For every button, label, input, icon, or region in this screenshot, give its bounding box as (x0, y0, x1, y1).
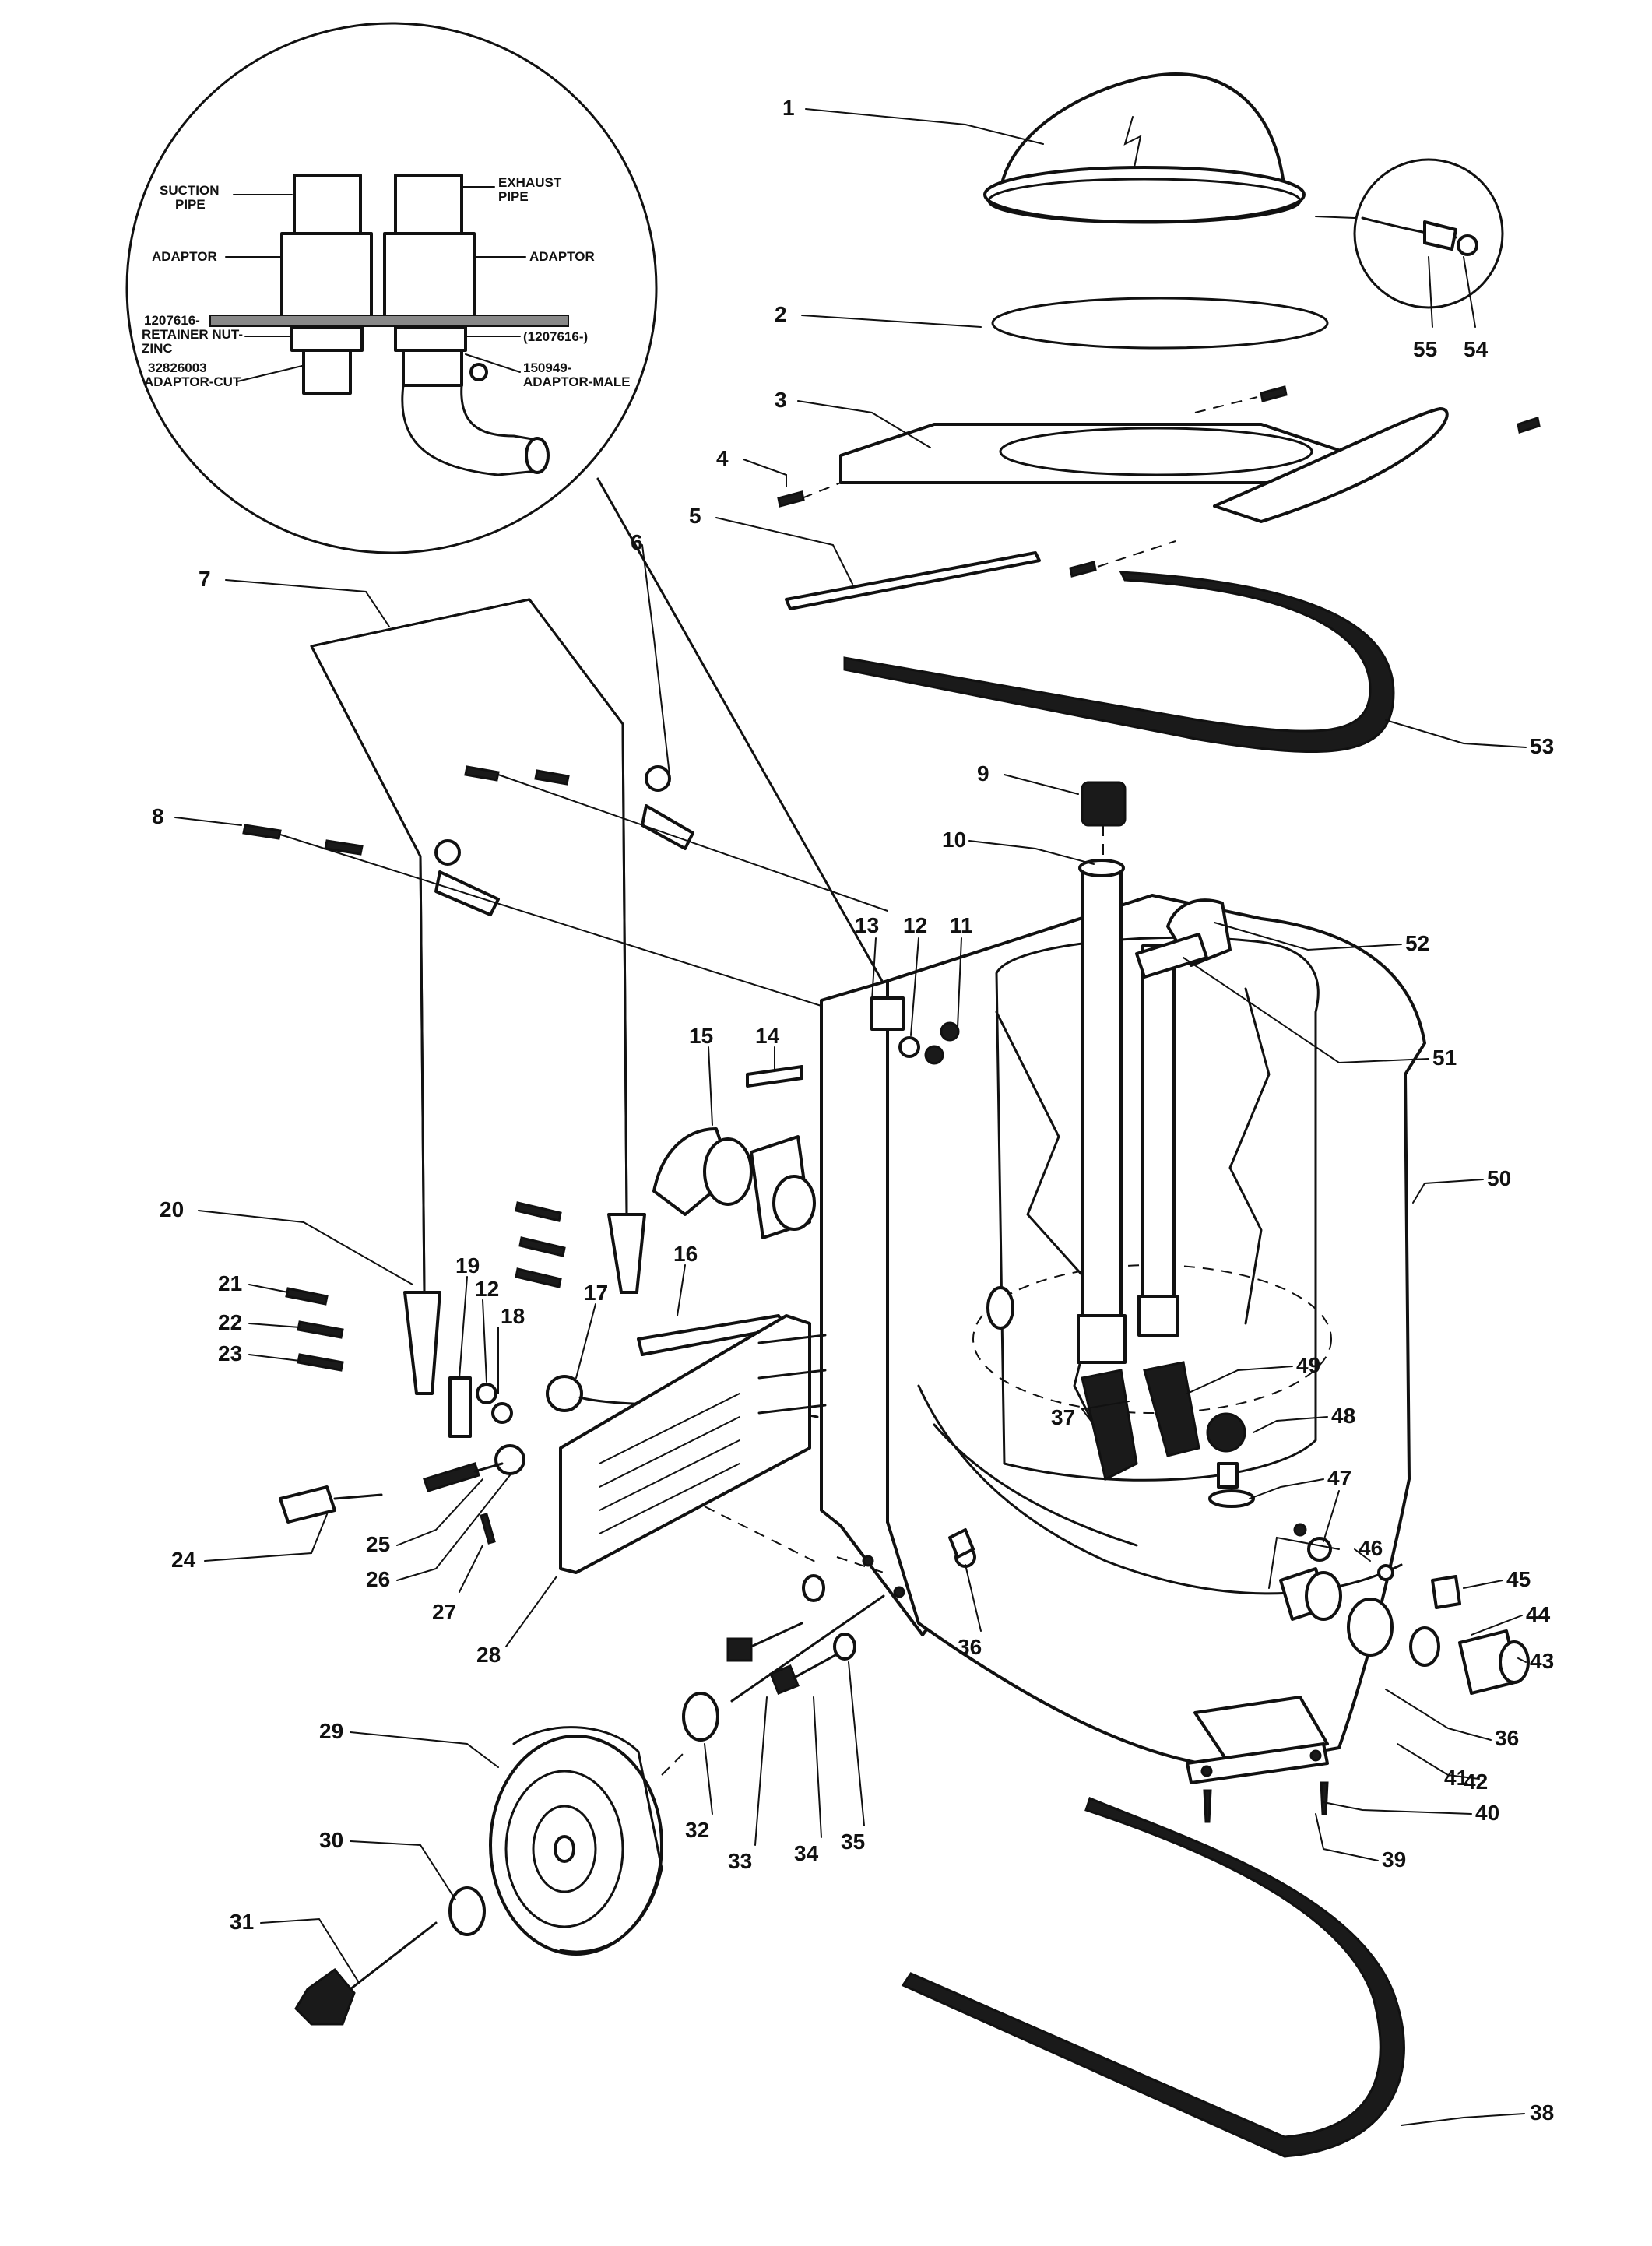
callout-36: 36 (958, 1635, 982, 1659)
callout-41: 41 (1444, 1766, 1468, 1790)
top-bumper (843, 571, 1395, 754)
callout-31: 31 (230, 1910, 254, 1934)
drain-fittings (1206, 1412, 1530, 1695)
wheel-assembly (294, 1528, 975, 2026)
handle-assembly (242, 598, 888, 1395)
callout-3: 3 (775, 388, 787, 412)
inset-label-adaptor-right: ADAPTOR (529, 249, 595, 264)
callout-19: 19 (455, 1253, 480, 1278)
inset-label-retainer-1: 1207616- (144, 313, 200, 328)
inset-label-suction-pipe-1: SUCTION (160, 183, 220, 198)
callout-4: 4 (716, 446, 729, 470)
callout-29: 29 (319, 1719, 343, 1743)
callout-9: 9 (977, 761, 989, 786)
callout-24: 24 (171, 1548, 196, 1572)
callout-10: 10 (942, 828, 966, 852)
callout-20: 20 (160, 1197, 184, 1221)
callout-55: 55 (1413, 337, 1437, 361)
lid-screws (777, 385, 1541, 578)
callout-54: 54 (1464, 337, 1489, 361)
bottom-bracket-and-bumper (901, 1696, 1405, 2158)
callout-5: 5 (689, 504, 701, 528)
callout-18: 18 (501, 1304, 525, 1328)
callout-45: 45 (1506, 1567, 1531, 1591)
callout-2: 2 (775, 302, 787, 326)
inset-label-exhaust-pipe-2: PIPE (498, 189, 529, 204)
callout-50: 50 (1487, 1166, 1511, 1190)
callout-14: 14 (755, 1024, 780, 1048)
callout-27: 27 (432, 1600, 456, 1624)
electrical-parts (279, 1065, 819, 1574)
inset-label-suction-pipe-2: PIPE (175, 197, 206, 212)
bottom-bumper (901, 1796, 1405, 2158)
callout-leaders (174, 108, 1527, 2126)
tank-pipes (1077, 781, 1232, 1482)
callout-42: 42 (1464, 1770, 1488, 1794)
callout-12-secondary: 12 (475, 1277, 499, 1301)
callout-44: 44 (1526, 1602, 1551, 1626)
callout-35: 35 (841, 1829, 865, 1854)
callout-53: 53 (1530, 734, 1554, 758)
callout-22: 22 (218, 1310, 242, 1334)
callout-13: 13 (855, 913, 879, 937)
callout-25: 25 (366, 1532, 390, 1556)
callout-1: 1 (782, 96, 795, 120)
inset-label-adaptor-male-2: ADAPTOR-MALE (523, 374, 631, 389)
callout-16: 16 (673, 1242, 698, 1266)
callout-28: 28 (476, 1643, 501, 1667)
callout-numbers: 1 2 3 4 5 6 7 8 9 10 11 12 13 14 15 16 1… (152, 96, 1554, 2125)
inset-label-retainer-3: ZINC (142, 341, 173, 356)
callout-49: 49 (1296, 1353, 1320, 1377)
inset-label-right-nut: (1207616-) (523, 329, 588, 344)
callout-52: 52 (1405, 931, 1429, 955)
callout-51: 51 (1432, 1046, 1457, 1070)
callout-6: 6 (631, 530, 643, 554)
inset-label-adaptor-left: ADAPTOR (152, 249, 217, 264)
pipe-adaptor-detail-inset (125, 22, 658, 554)
callout-48: 48 (1331, 1404, 1355, 1428)
bumper-strip (785, 551, 1041, 610)
callout-36-secondary: 36 (1495, 1726, 1519, 1750)
callout-47: 47 (1327, 1466, 1351, 1490)
callout-23: 23 (218, 1341, 242, 1366)
callout-8: 8 (152, 804, 164, 828)
callout-33: 33 (728, 1849, 752, 1873)
callout-30: 30 (319, 1828, 343, 1852)
tank-body (704, 894, 1426, 1769)
callout-46: 46 (1359, 1536, 1383, 1560)
callout-11: 11 (950, 913, 973, 937)
callout-39: 39 (1382, 1847, 1406, 1872)
callout-37: 37 (1051, 1405, 1075, 1429)
callout-26: 26 (366, 1567, 390, 1591)
inset-label-adaptor-male-1: 150949- (523, 360, 571, 375)
callout-34: 34 (794, 1841, 819, 1865)
callout-15: 15 (689, 1024, 713, 1048)
callout-43: 43 (1530, 1649, 1554, 1673)
inset-label-adaptor-cut-2: ADAPTOR-CUT (144, 374, 241, 389)
dome-cover-parts (839, 72, 1504, 523)
callout-17: 17 (584, 1281, 608, 1305)
callout-32: 32 (685, 1818, 709, 1842)
inset-labels: SUCTION PIPE EXHAUST PIPE ADAPTOR ADAPTO… (142, 175, 631, 389)
callout-12: 12 (903, 913, 927, 937)
callout-21: 21 (218, 1271, 242, 1295)
callout-7: 7 (199, 567, 211, 591)
inset-label-exhaust-pipe-1: EXHAUST (498, 175, 562, 190)
callout-38: 38 (1530, 2100, 1554, 2125)
inset-label-adaptor-cut-1: 32826003 (148, 360, 207, 375)
callout-40: 40 (1475, 1801, 1499, 1825)
inset-label-retainer-2: RETAINER NUT- (142, 327, 243, 342)
